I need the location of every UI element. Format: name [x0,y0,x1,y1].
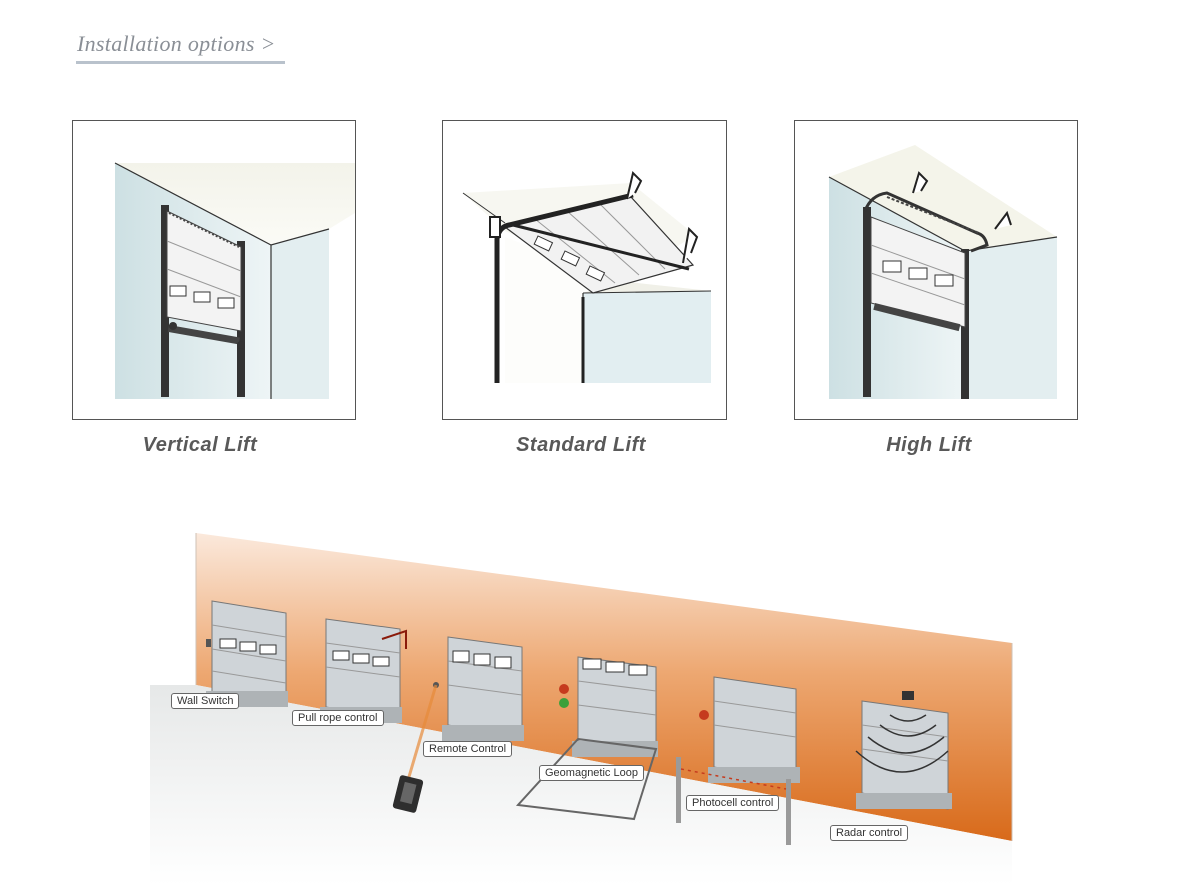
wall-switch-label: Wall Switch [171,693,240,709]
door-pull-rope [320,618,407,723]
standard-lift-illustration [442,120,727,420]
high-lift-caption: High Lift [886,434,972,456]
pull-rope-control-label: Pull rope control [292,710,384,726]
door-radar [855,691,952,810]
radar-control-label: Radar control [830,825,909,841]
door-wall-switch [206,600,288,707]
door-geomagnetic-loop [559,656,658,757]
door-remote [404,636,524,788]
high-lift-illustration [794,120,1078,420]
photocell-control-label: Photocell control [686,795,780,811]
door-control-scene: Wall Switch Pull rope control Remote Con… [150,525,1030,890]
standard-lift-caption: Standard Lift [516,434,646,456]
heading-underline [76,61,285,64]
vertical-lift-illustration [72,120,356,420]
door-photocell [676,676,800,845]
geomagnetic-loop-label: Geomagnetic Loop [539,765,644,781]
remote-control-label: Remote Control [423,741,513,757]
remote-control-device [392,775,424,813]
vertical-lift-caption: Vertical Lift [142,434,258,456]
section-heading[interactable]: Installation options > [77,31,276,56]
